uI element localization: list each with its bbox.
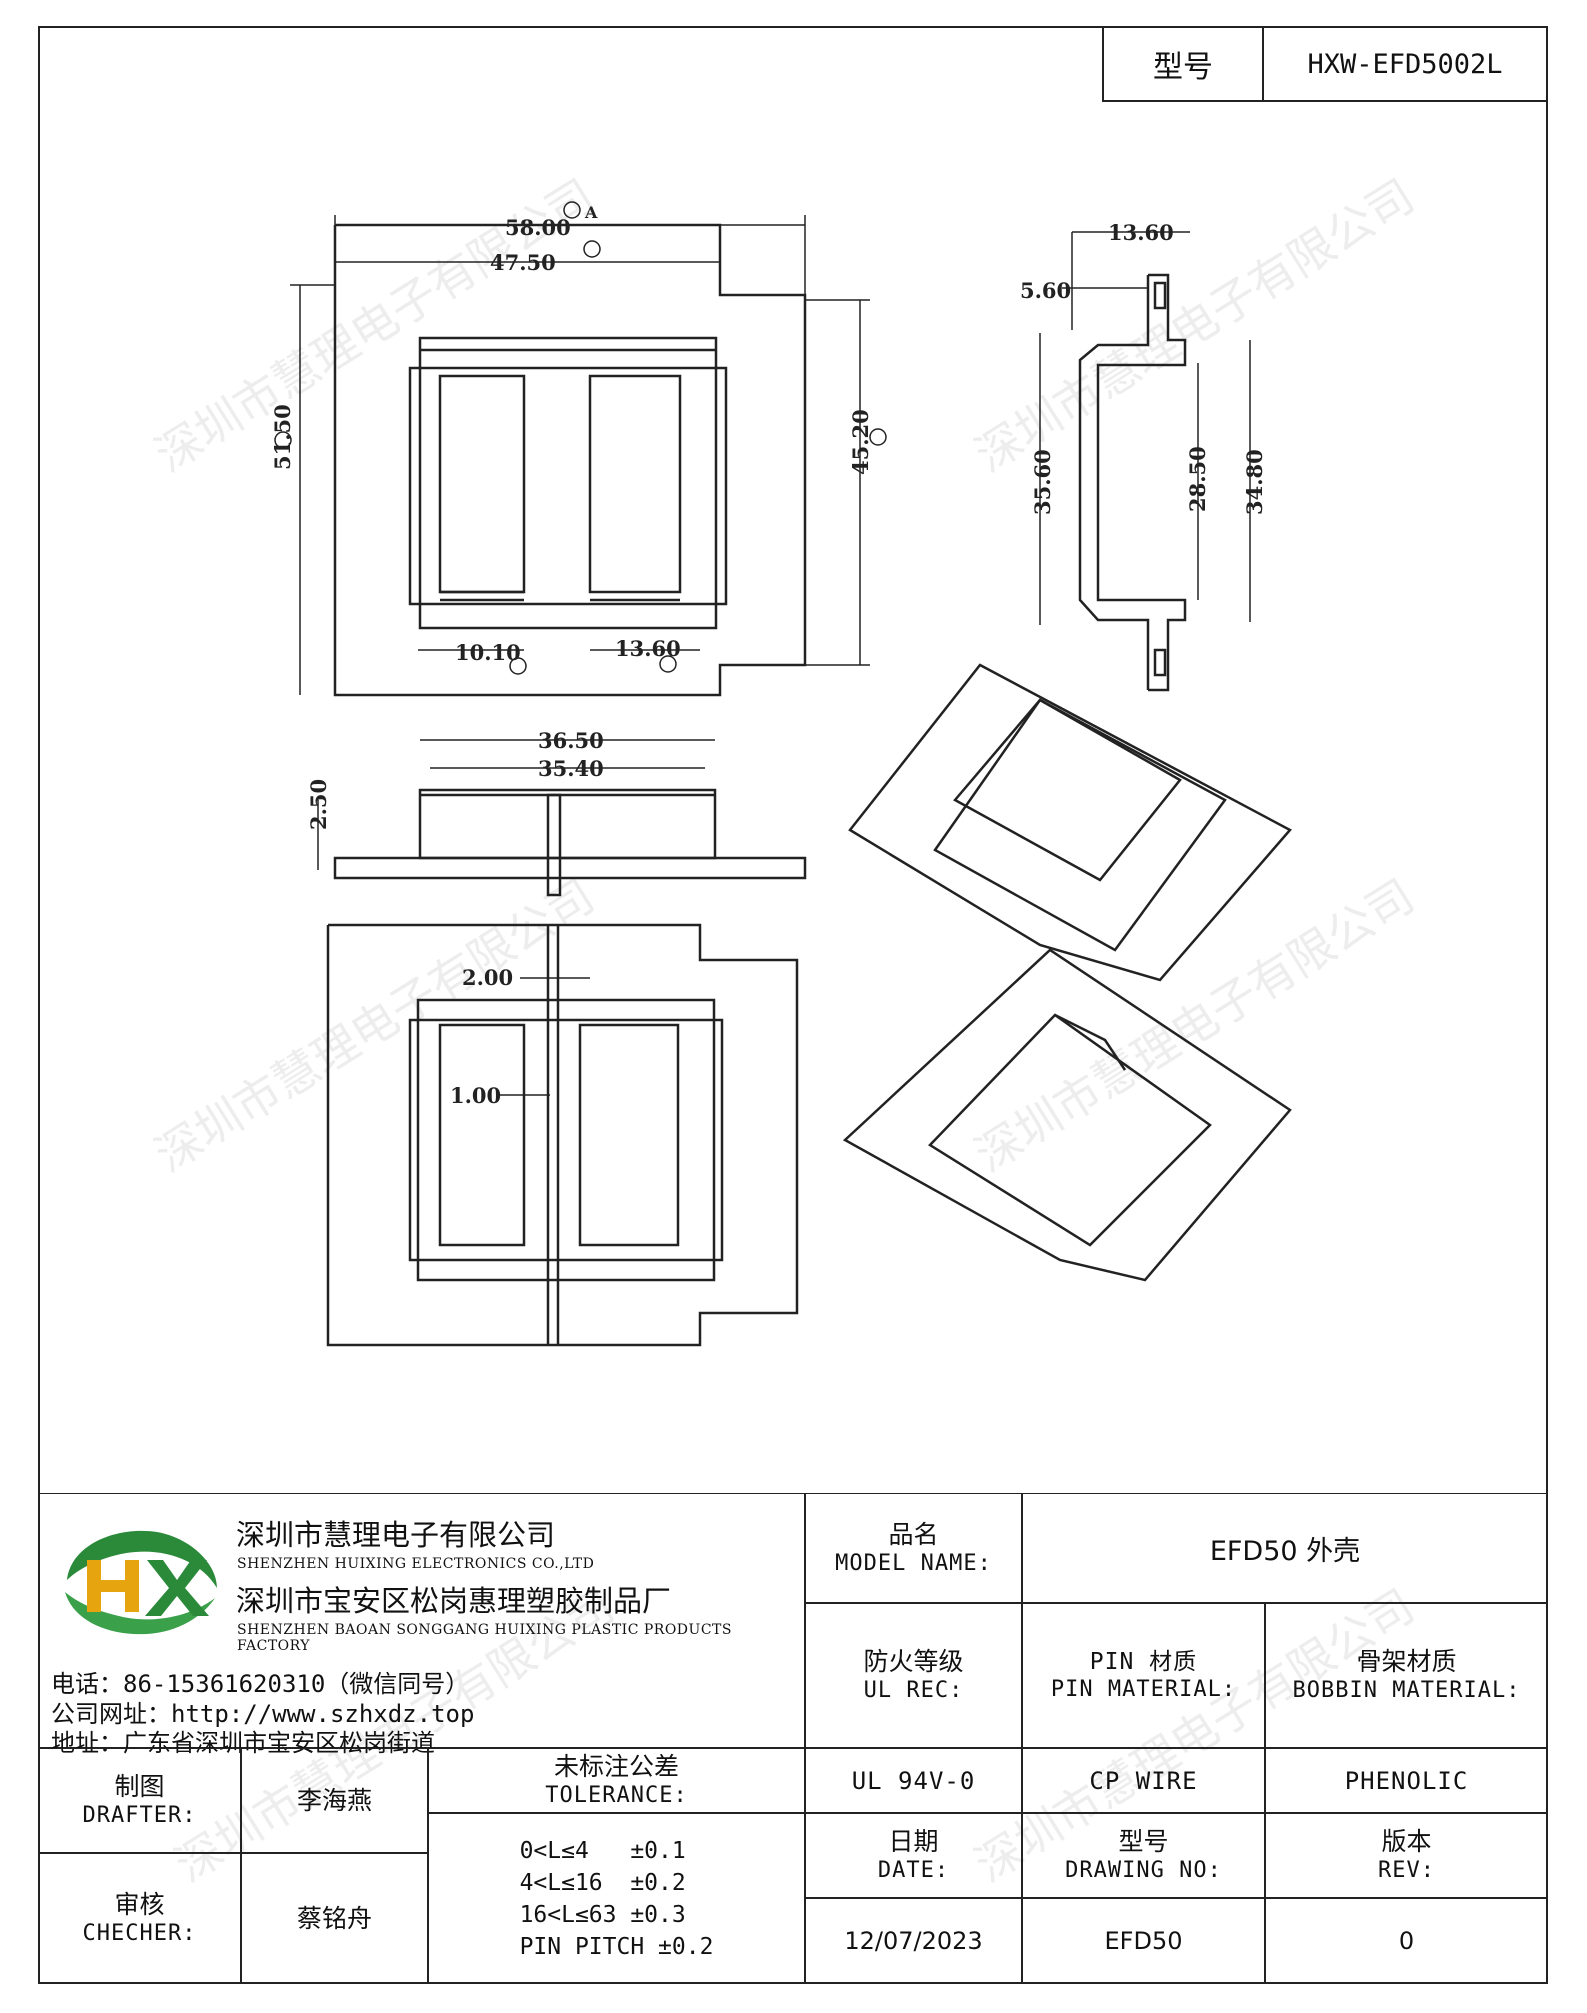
isometric-bottom bbox=[842, 948, 1292, 1282]
checker-label-cn: 审核 bbox=[114, 1890, 165, 1919]
drafter-label-cell: 制图 DRAFTER: bbox=[38, 1748, 241, 1853]
rev-label-cn: 版本 bbox=[1381, 1827, 1432, 1856]
bobbin-label-cell: 骨架材质 BOBBIN MATERIAL: bbox=[1265, 1603, 1548, 1748]
inspection-marks bbox=[274, 201, 887, 675]
drawing-no-label-cell: 型号 DRAWING NO: bbox=[1022, 1813, 1265, 1898]
model-name-label-en: MODEL NAME: bbox=[835, 1550, 992, 1576]
bobbin-label-en: BOBBIN MATERIAL: bbox=[1292, 1678, 1521, 1703]
company-address: 地址：广东省深圳市宝安区松岗街道 bbox=[51, 1729, 435, 1757]
date-value: 12/07/2023 bbox=[844, 1927, 983, 1955]
technical-drawing: 58.00 47.50 51.50 45.20 10.10 13.60 A 13… bbox=[270, 201, 1292, 1347]
side-view-dimension-lines bbox=[1039, 231, 1251, 625]
tolerance-line: 16<L≤63 ±0.3 bbox=[519, 1901, 686, 1928]
front-view-dimension-lines bbox=[317, 739, 715, 870]
date-value-cell: 12/07/2023 bbox=[805, 1898, 1022, 1984]
rev-label-en: REV: bbox=[1378, 1858, 1435, 1883]
tolerance-line: PIN PITCH ±0.2 bbox=[519, 1933, 714, 1960]
drafter-label-en: DRAFTER: bbox=[82, 1803, 197, 1828]
front-view bbox=[333, 788, 807, 897]
dim-label: 34.80 bbox=[1242, 449, 1267, 515]
model-name-label-cn: 品名 bbox=[888, 1519, 939, 1549]
dim-label: 35.40 bbox=[538, 756, 604, 781]
model-name-label-cell: 品名 MODEL NAME: bbox=[805, 1493, 1022, 1603]
checker-name-cell: 蔡铭舟 bbox=[241, 1853, 428, 1984]
pin-label-en: PIN MATERIAL: bbox=[1050, 1676, 1237, 1702]
dim-label: 2.50 bbox=[306, 779, 331, 830]
drafter-name: 李海燕 bbox=[296, 1786, 372, 1815]
rev-value: 0 bbox=[1398, 1927, 1415, 1955]
drawing-no-label-cn: 型号 bbox=[1118, 1827, 1169, 1856]
company-info-cell: 深圳市慧理电子有限公司 SHENZHEN HUIXING ELECTRONICS… bbox=[38, 1493, 805, 1757]
pin-value-cell: CP WIRE bbox=[1022, 1748, 1265, 1813]
dim-label: 5.60 bbox=[1020, 278, 1071, 303]
dim-label: 45.20 bbox=[848, 409, 873, 475]
bottom-view bbox=[326, 923, 799, 1347]
pin-value: CP WIRE bbox=[1089, 1766, 1198, 1795]
dim-label: 1.00 bbox=[450, 1083, 501, 1108]
date-label-en: DATE: bbox=[877, 1858, 950, 1883]
ul-value-cell: UL 94V-0 bbox=[805, 1748, 1022, 1813]
tolerance-label-cn: 未标注公差 bbox=[553, 1752, 679, 1781]
rev-value-cell: 0 bbox=[1265, 1898, 1548, 1984]
rev-label-cell: 版本 REV: bbox=[1265, 1813, 1548, 1898]
ul-value: UL 94V-0 bbox=[851, 1766, 976, 1795]
model-name-value: EFD50 外壳 bbox=[1209, 1535, 1361, 1567]
dim-label: 10.10 bbox=[455, 640, 521, 665]
checker-label-cell: 审核 CHECHER: bbox=[38, 1853, 241, 1984]
header-model-label: 型号 bbox=[1104, 28, 1264, 100]
drafter-name-cell: 李海燕 bbox=[241, 1748, 428, 1853]
top-view-dimension-lines bbox=[290, 215, 870, 695]
bobbin-value: PHENOLIC bbox=[1344, 1766, 1469, 1795]
dim-label: 2.00 bbox=[462, 965, 513, 990]
date-label-cn: 日期 bbox=[888, 1827, 939, 1856]
company-name-en: SHENZHEN HUIXING ELECTRONICS CO.,LTD bbox=[237, 1556, 595, 1572]
dim-label: 28.50 bbox=[1185, 446, 1210, 512]
pin-label-cell: PIN 材质 PIN MATERIAL: bbox=[1022, 1603, 1265, 1748]
header-model-box: 型号 HXW-EFD5002L bbox=[1102, 26, 1548, 102]
tolerance-line: 4<L≤16 ±0.2 bbox=[519, 1869, 686, 1896]
drafter-label-cn: 制图 bbox=[114, 1772, 165, 1801]
side-view bbox=[1078, 273, 1187, 692]
ul-label-cell: 防火等级 UL REC: bbox=[805, 1603, 1022, 1748]
checker-label-en: CHECHER: bbox=[82, 1921, 197, 1946]
model-name-value-cell: EFD50 外壳 bbox=[1022, 1493, 1548, 1603]
dim-label: 58.00 bbox=[505, 215, 571, 240]
dim-label: 13.60 bbox=[1108, 220, 1174, 245]
top-view bbox=[333, 223, 807, 697]
drawing-no-value: EFD50 bbox=[1104, 1927, 1183, 1955]
header-model-value: HXW-EFD5002L bbox=[1307, 48, 1503, 80]
tolerance-label-cell: 未标注公差 TOLERANCE: bbox=[428, 1748, 805, 1813]
factory-name-en: SHENZHEN BAOAN SONGGANG HUIXING PLASTIC … bbox=[237, 1622, 732, 1654]
company-name-cn: 深圳市慧理电子有限公司 bbox=[236, 1518, 556, 1552]
dim-label: 35.60 bbox=[1030, 449, 1055, 515]
title-block: 深圳市慧理电子有限公司 SHENZHEN HUIXING ELECTRONICS… bbox=[38, 1493, 1548, 1984]
company-phone: 电话：86-15361620310（微信同号） bbox=[51, 1670, 470, 1698]
bobbin-label-cn: 骨架材质 bbox=[1356, 1647, 1457, 1676]
dim-label: 47.50 bbox=[490, 250, 556, 275]
bobbin-value-cell: PHENOLIC bbox=[1265, 1748, 1548, 1813]
isometric-top bbox=[848, 663, 1292, 982]
company-website: 公司网址：http://www.szhxdz.top bbox=[51, 1700, 475, 1728]
tolerance-line: 0<L≤4 ±0.1 bbox=[519, 1837, 686, 1864]
tolerance-label-en: TOLERANCE: bbox=[545, 1783, 688, 1808]
drawing-no-value-cell: EFD50 bbox=[1022, 1898, 1265, 1984]
pin-label-cn: PIN 材质 bbox=[1089, 1648, 1198, 1675]
bottom-view-dimension-lines bbox=[500, 977, 590, 1096]
date-label-cell: 日期 DATE: bbox=[805, 1813, 1022, 1898]
drawing-no-label-en: DRAWING NO: bbox=[1065, 1858, 1222, 1883]
ul-label-cn: 防火等级 bbox=[863, 1647, 964, 1676]
dim-label: 36.50 bbox=[538, 728, 604, 753]
company-logo bbox=[65, 1530, 217, 1635]
checker-name: 蔡铭舟 bbox=[296, 1904, 372, 1933]
mark-letter: A bbox=[584, 203, 598, 222]
factory-name-cn: 深圳市宝安区松岗惠理塑胶制品厂 bbox=[236, 1584, 672, 1618]
ul-label-en: UL REC: bbox=[863, 1678, 964, 1703]
